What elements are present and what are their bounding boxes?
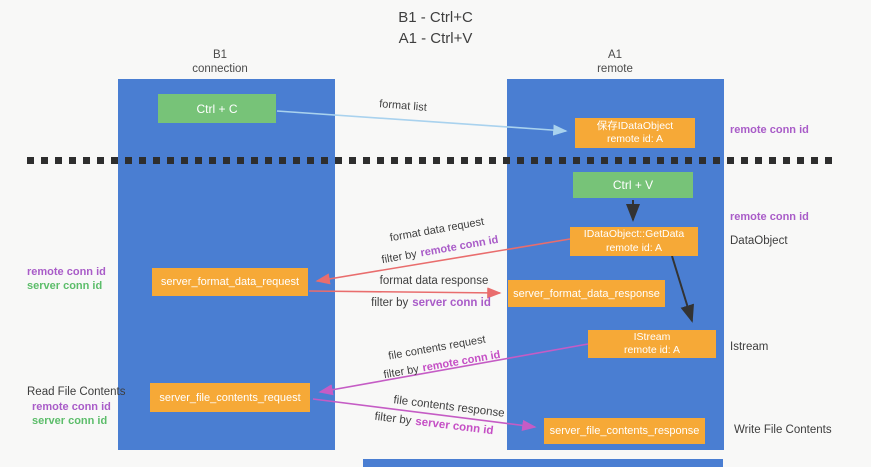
lifeline-b1-name: B1 <box>212 49 228 61</box>
node-istream: IStream remote id: A <box>588 330 716 358</box>
lifeline-b1-role: connection <box>192 62 248 75</box>
node-ctrl-c: Ctrl + C <box>158 94 276 123</box>
node-idataobject-getdata: IDataObject::GetData remote id: A <box>570 227 698 256</box>
edge-label-format-data-response: format data response <box>380 275 489 287</box>
arrow-format-data-response <box>308 287 502 299</box>
lifeline-header-b1: B1 connection <box>160 49 280 76</box>
lifeline-a1-name: A1 <box>607 49 623 61</box>
annot-dataobject: DataObject <box>730 235 788 247</box>
annot-read-file-contents: Read File Contents <box>27 386 126 398</box>
node-save-dataobject: 保存IDataObject remote id: A <box>575 118 695 148</box>
annot-remote-conn-id-top-right: remote conn id <box>730 124 809 136</box>
node-idataobject-getdata-line2: remote id: A <box>605 241 662 254</box>
node-istream-text: IStream remote id: A <box>624 331 680 358</box>
filter-by-text: filter by <box>371 297 409 309</box>
node-ctrl-c-label: Ctrl + C <box>196 101 238 116</box>
node-server-file-contents-response-label: server_file_contents_response <box>549 425 700 437</box>
node-server-format-data-request: server_format_data_request <box>152 268 308 296</box>
edge-label-format-list-text: format list <box>378 98 428 114</box>
annot-istream: Istream <box>730 341 769 353</box>
node-save-dataobject-text: 保存IDataObject remote id: A <box>597 120 673 147</box>
node-server-file-contents-response: server_file_contents_response <box>544 418 705 444</box>
node-server-file-contents-request: server_file_contents_request <box>150 383 310 412</box>
edge-label-format-data-response-text: format data response <box>379 275 489 287</box>
annot-remote-conn-id-mid-left: remote conn id <box>27 266 106 278</box>
remote-conn-id-key: remote conn id <box>419 233 500 260</box>
node-istream-line1: IStream <box>633 330 671 343</box>
filter-by-text: filter by <box>373 410 413 428</box>
node-server-format-data-response-label: server_format_data_response <box>513 287 660 300</box>
filter-by-text: filter by <box>380 248 418 267</box>
edge-label-format-list: format list <box>379 98 427 114</box>
annot-remote-conn-id-bottom-left: remote conn id <box>32 401 111 413</box>
annot-server-conn-id-mid-left: server conn id <box>27 280 103 292</box>
node-server-format-data-request-label: server_format_data_request <box>160 276 300 288</box>
node-idataobject-getdata-line1: IDataObject::GetData <box>583 228 685 240</box>
lifeline-header-a1: A1 remote <box>555 49 675 76</box>
annot-write-file-contents: Write File Contents <box>734 424 832 436</box>
node-ctrl-v: Ctrl + V <box>573 172 693 198</box>
node-save-dataobject-line2: remote id: A <box>606 133 663 145</box>
node-istream-line2: remote id: A <box>623 344 681 356</box>
node-save-dataobject-line1: 保存IDataObject <box>596 119 674 132</box>
title-line-1: B1 - Ctrl+C <box>398 9 473 26</box>
server-conn-id-key: server conn id <box>412 297 491 309</box>
node-ctrl-v-label: Ctrl + V <box>612 178 654 192</box>
lifeline-a1-role: remote <box>597 62 633 75</box>
node-server-file-contents-request-label: server_file_contents_request <box>159 391 301 404</box>
phase-separator-dashed-line <box>27 157 833 164</box>
bottom-cropped-shape <box>363 459 723 467</box>
annot-server-conn-id-bottom-left: server conn id <box>32 415 108 427</box>
server-conn-id-key: server conn id <box>414 415 495 438</box>
title-line-2: A1 - Ctrl+V <box>398 30 473 47</box>
diagram-title: B1 - Ctrl+C A1 - Ctrl+V <box>0 7 871 49</box>
filter-by-text: filter by <box>382 363 420 382</box>
node-server-format-data-response: server_format_data_response <box>508 280 665 307</box>
annot-remote-conn-id-mid-right: remote conn id <box>730 211 809 223</box>
node-idataobject-getdata-text: IDataObject::GetData remote id: A <box>584 228 684 255</box>
